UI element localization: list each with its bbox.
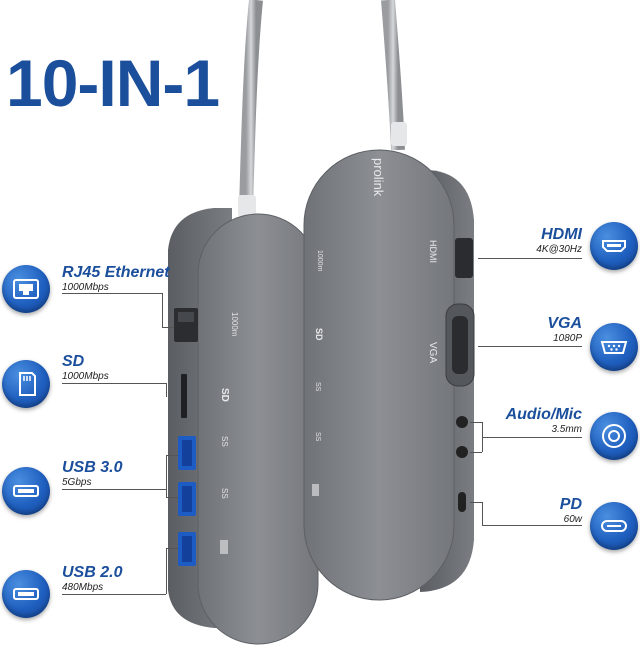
- left-hub-face: [197, 213, 319, 645]
- badge-sd: [2, 360, 50, 408]
- badge-ethernet: [2, 265, 50, 313]
- brand-print: prolink: [371, 158, 386, 197]
- vga-print: VGA: [427, 342, 438, 363]
- hdmi-port: [455, 238, 473, 278]
- label-hdmi: HDMI 4K@30Hz: [536, 226, 582, 255]
- svg-text:SD: SD: [219, 388, 230, 402]
- label-usb3: USB 3.0 5Gbps: [62, 459, 123, 488]
- badge-vga: [590, 323, 638, 371]
- audio-jack-2: [456, 446, 468, 458]
- usb-a-port-icon: [13, 485, 39, 497]
- headline: 10-IN-1: [6, 46, 220, 120]
- svg-text:SD: SD: [314, 328, 324, 341]
- sd-card-icon: [19, 372, 36, 396]
- badge-usb2: [2, 570, 50, 618]
- label-usb2: USB 2.0 480Mbps: [62, 564, 123, 593]
- vga-port-icon: [600, 341, 628, 354]
- cable-left: [239, 0, 263, 211]
- svg-text:SS: SS: [220, 488, 229, 499]
- label-vga: VGA 1080P: [547, 315, 582, 344]
- ethernet-port-icon: [13, 279, 39, 299]
- svg-text:SS: SS: [220, 436, 229, 447]
- usb-a-port-icon: [13, 588, 39, 600]
- audio-jack-1: [456, 416, 468, 428]
- badge-hdmi: [590, 222, 638, 270]
- svg-text:1000m: 1000m: [316, 250, 323, 272]
- cable-right-sleeve: [391, 122, 407, 146]
- badge-audio: [590, 412, 638, 460]
- label-sd: SD 1000Mbps: [62, 353, 109, 382]
- svg-text:SS: SS: [314, 382, 321, 392]
- label-audio: Audio/Mic 3.5mm: [505, 406, 582, 435]
- right-hub-face: [303, 149, 455, 601]
- cable-left-sleeve: [238, 195, 256, 217]
- badge-usb3: [2, 467, 50, 515]
- sd-slot: [181, 374, 187, 418]
- hdmi-print: HDMI: [428, 240, 438, 263]
- usb-c-port: [458, 492, 466, 512]
- label-pd: PD 60w: [559, 496, 582, 525]
- left-ethernet-print: 1000m: [230, 312, 239, 337]
- badge-pd: [590, 502, 638, 550]
- svg-text:SS: SS: [314, 432, 321, 442]
- audio-jack-icon: [602, 424, 626, 448]
- usb-c-port-icon: [601, 520, 627, 532]
- hdmi-port-icon: [602, 240, 626, 252]
- label-ethernet: RJ45 Ethernet 1000Mbps: [62, 264, 170, 293]
